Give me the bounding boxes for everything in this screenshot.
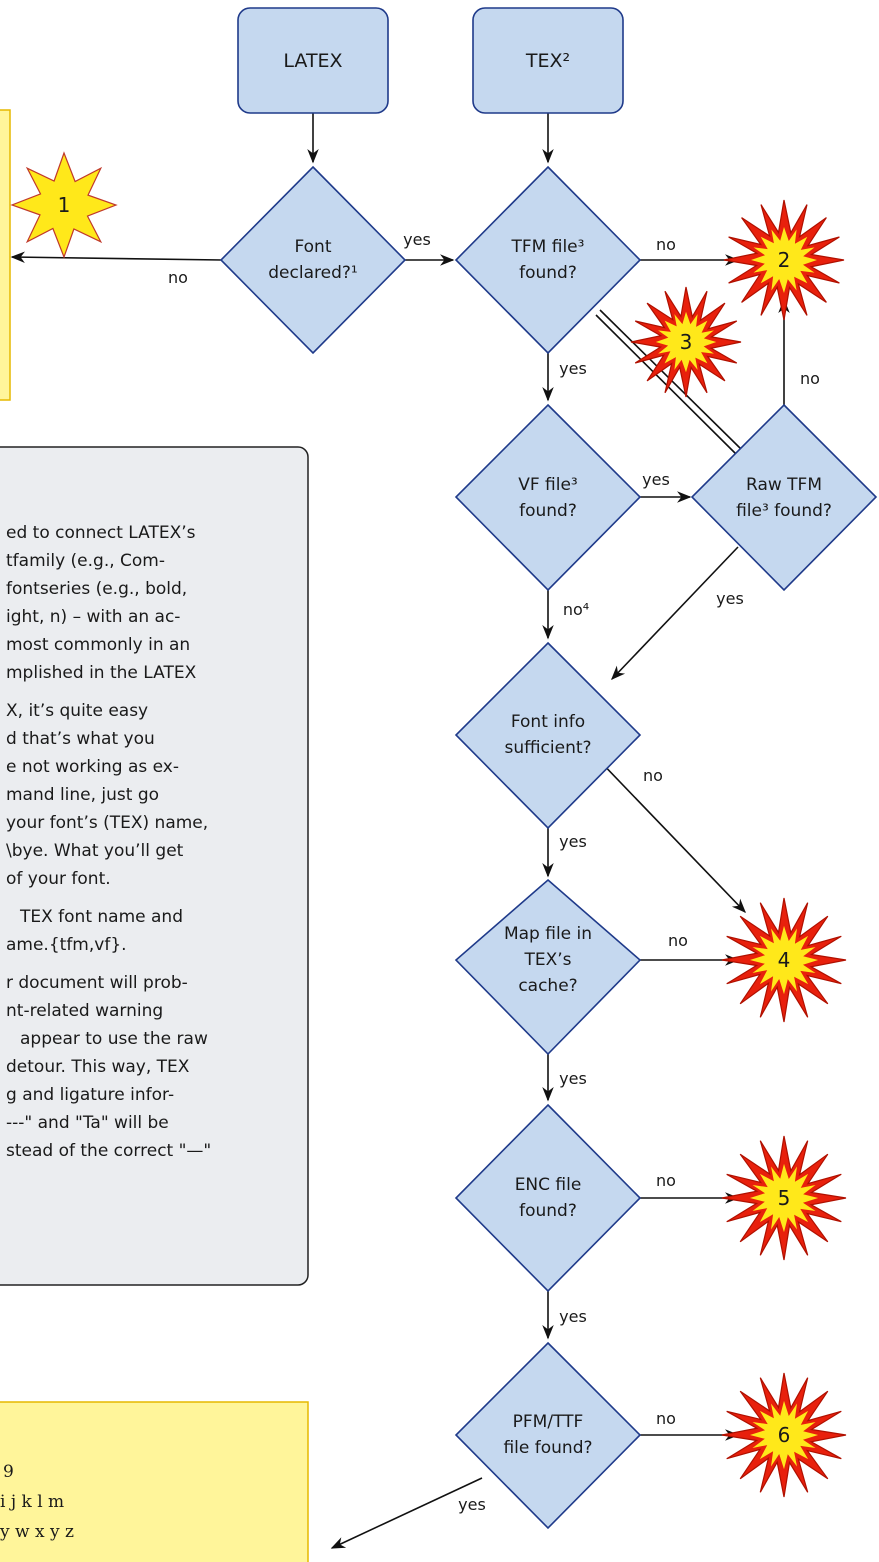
burst-5: 5 bbox=[721, 1135, 847, 1261]
note-panel-line: most commonly in an bbox=[6, 635, 191, 655]
burst-2: 2 bbox=[723, 199, 845, 321]
label-raw-yes: yes bbox=[716, 589, 744, 608]
note-panel-line: r document will prob- bbox=[6, 973, 188, 993]
decision-font-info: Font info sufficient? bbox=[454, 641, 642, 830]
label-pfm-no: no bbox=[656, 1409, 676, 1428]
burst-1-label: 1 bbox=[58, 193, 71, 217]
label-enc-yes: yes bbox=[559, 1307, 587, 1326]
note-panel-line: g and ligature infor- bbox=[6, 1085, 175, 1105]
start-node-latex: LATEX bbox=[237, 7, 389, 114]
edge-info-no bbox=[595, 756, 746, 914]
decision-raw-line2: file³ found? bbox=[736, 501, 832, 521]
edge-pfm-yes bbox=[330, 1477, 483, 1549]
note-panel-line: fontseries (e.g., bold, bbox=[6, 579, 188, 599]
note-panel-line: ight, n) – with an ac- bbox=[6, 607, 181, 627]
yellow-note-panel-top bbox=[0, 109, 11, 401]
decision-enc-file: ENC file found? bbox=[454, 1103, 642, 1293]
note-panel-line: nt-related warning bbox=[6, 1001, 164, 1021]
decision-vf-line1: VF file³ bbox=[518, 475, 578, 495]
start-node-tex-label: TEX² bbox=[525, 50, 570, 72]
burst-2-label: 2 bbox=[778, 248, 791, 272]
sample-panel-line: i j k l m bbox=[0, 1492, 65, 1512]
note-panel-line bbox=[6, 688, 302, 698]
note-panel-line bbox=[6, 960, 302, 970]
note-panel-line: appear to use the raw bbox=[20, 1029, 208, 1049]
decision-map-file: Map file in TEX’s cache? bbox=[454, 878, 642, 1056]
gray-note-panel bbox=[0, 446, 309, 1286]
label-pfm-yes: yes bbox=[458, 1495, 486, 1514]
decision-raw-tfm-found: Raw TFM file³ found? bbox=[690, 403, 878, 592]
label-enc-no: no bbox=[656, 1171, 676, 1190]
decision-font-declared: Font declared?¹ bbox=[219, 165, 407, 355]
label-map-yes: yes bbox=[559, 1069, 587, 1088]
note-panel-line: mand line, just go bbox=[6, 785, 160, 805]
note-panel-line bbox=[6, 894, 302, 904]
label-tfm-no: no bbox=[656, 235, 676, 254]
note-panel-line: tfamily (e.g., Com- bbox=[6, 551, 166, 571]
decision-font-declared-line1: Font bbox=[294, 237, 331, 257]
burst-3: 3 bbox=[630, 286, 742, 398]
edge-declared-no bbox=[10, 251, 223, 263]
label-declared-yes: yes bbox=[403, 230, 431, 249]
burst-4-label: 4 bbox=[778, 948, 791, 972]
bursts: 1 2 3 4 5 6 bbox=[10, 151, 847, 1498]
burst-6-label: 6 bbox=[778, 1423, 791, 1447]
label-declared-no: no bbox=[168, 268, 188, 287]
note-panel-line: detour. This way, TEX bbox=[6, 1057, 190, 1077]
decision-pfm-line2: file found? bbox=[503, 1438, 592, 1458]
burst-1: 1 bbox=[10, 151, 118, 259]
sample-panel-line: 9 bbox=[3, 1462, 14, 1482]
burst-4: 4 bbox=[721, 897, 847, 1023]
label-raw-no: no bbox=[800, 369, 820, 388]
note-panel-line: \bye. What you’ll get bbox=[6, 841, 184, 861]
note-panel-line: ed to connect LATEX’s bbox=[6, 523, 196, 543]
label-map-no: no bbox=[668, 931, 688, 950]
note-panel-line: ame.{tfm,vf}. bbox=[6, 935, 127, 955]
label-tfm-yes: yes bbox=[559, 359, 587, 378]
note-panel-line: TEX font name and bbox=[20, 907, 184, 927]
decision-tfm-line2: found? bbox=[519, 263, 577, 283]
label-info-no: no bbox=[643, 766, 663, 785]
note-panel-line: of your font. bbox=[6, 869, 111, 889]
note-panel-line: stead of the correct "—" bbox=[6, 1141, 212, 1161]
decision-map-line3: cache? bbox=[518, 976, 577, 996]
burst-5-label: 5 bbox=[778, 1186, 791, 1210]
burst-6: 6 bbox=[721, 1372, 847, 1498]
note-panel-line: X, it’s quite easy bbox=[6, 701, 149, 721]
decision-info-line1: Font info bbox=[511, 712, 585, 732]
decision-font-declared-line2: declared?¹ bbox=[268, 263, 357, 283]
edge-labels: no yes no yes no yes no⁴ yes no yes no y… bbox=[168, 230, 820, 1514]
yellow-sample-panel bbox=[0, 1401, 309, 1562]
decision-vf-line2: found? bbox=[519, 501, 577, 521]
edge-raw-yes bbox=[611, 546, 739, 681]
start-node-tex: TEX² bbox=[472, 7, 624, 114]
decision-raw-line1: Raw TFM bbox=[746, 475, 822, 495]
burst-3-label: 3 bbox=[680, 330, 693, 354]
start-node-latex-label: LATEX bbox=[283, 50, 342, 72]
note-panel-text: ed to connect LATEX’s tfamily (e.g., Com-… bbox=[6, 520, 302, 1166]
label-vf-yes: yes bbox=[642, 470, 670, 489]
sample-panel-line: y w x y z bbox=[0, 1522, 74, 1542]
note-panel-line: your font’s (TEX) name, bbox=[6, 813, 209, 833]
sample-panel-text: 9 i j k l m y w x y z bbox=[0, 1462, 300, 1552]
decision-enc-line2: found? bbox=[519, 1201, 577, 1221]
decision-info-line2: sufficient? bbox=[504, 738, 591, 758]
note-panel-line: ---" and "Ta" will be bbox=[6, 1113, 169, 1133]
decision-vf-found: VF file³ found? bbox=[454, 403, 642, 592]
note-panel-line: e not working as ex- bbox=[6, 757, 179, 777]
note-panel-line: d that’s what you bbox=[6, 729, 155, 749]
decision-tfm-found: TFM file³ found? bbox=[454, 165, 642, 355]
decision-tfm-line1: TFM file³ bbox=[511, 237, 585, 257]
decision-enc-line1: ENC file bbox=[515, 1175, 582, 1195]
decision-pfm-ttf: PFM/TTF file found? bbox=[454, 1341, 642, 1530]
note-panel-line: mplished in the LATEX bbox=[6, 663, 197, 683]
decision-map-line1: Map file in bbox=[504, 924, 592, 944]
decision-map-line2: TEX’s bbox=[523, 950, 571, 970]
label-vf-no: no⁴ bbox=[563, 600, 589, 619]
decision-pfm-line1: PFM/TTF bbox=[513, 1412, 584, 1432]
label-info-yes: yes bbox=[559, 832, 587, 851]
